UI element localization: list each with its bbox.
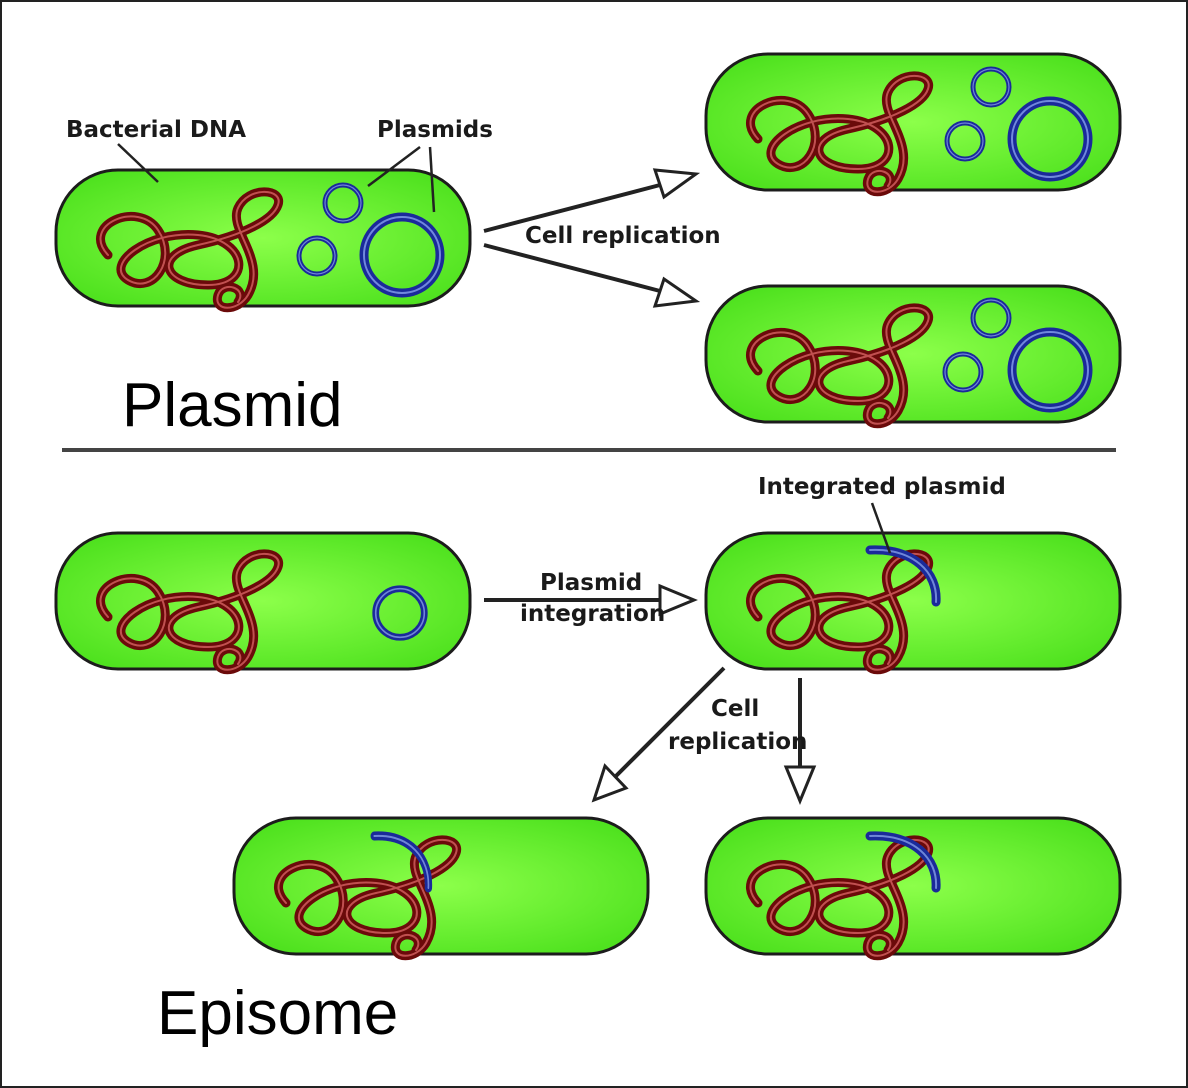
daughter-cell-upper — [704, 52, 1122, 192]
cell-replication-bottom-label-line1: Cell — [711, 696, 759, 722]
episome-section-title: Episome — [157, 979, 398, 1048]
replication-arrow-up — [483, 168, 701, 233]
integrated-plasmid-label: Integrated plasmid — [758, 474, 1006, 500]
offspring-cell-right — [704, 816, 1122, 956]
cell-replication-label: Cell replication — [525, 223, 721, 249]
cell-replication-bottom-label-line2: replication — [668, 729, 807, 755]
bacterial-dna-pointer — [117, 143, 159, 183]
integration-arrow — [484, 583, 698, 617]
bacterial-dna-label: Bacterial DNA — [66, 117, 246, 143]
daughter-cell-lower — [704, 284, 1122, 424]
plasmids-pointer-small — [367, 146, 421, 187]
plasmid-integration-label-line2: integration — [520, 601, 665, 627]
cell-with-integrated-plasmid — [704, 531, 1122, 670]
replication-arrow-down — [483, 243, 701, 308]
plasmids-label: Plasmids — [377, 117, 493, 143]
parent-cell — [54, 168, 472, 308]
offspring-cell-left — [232, 816, 650, 956]
episome-arrow-vertical — [783, 678, 817, 805]
plasmid-integration-label-line1: Plasmid — [540, 570, 642, 596]
plasmids-pointer-large — [428, 146, 436, 213]
cell-with-plasmid — [54, 531, 472, 670]
integrated-plasmid-pointer — [870, 502, 892, 554]
episome-arrow-diagonal — [591, 666, 726, 803]
plasmid-section-title: Plasmid — [122, 371, 343, 440]
